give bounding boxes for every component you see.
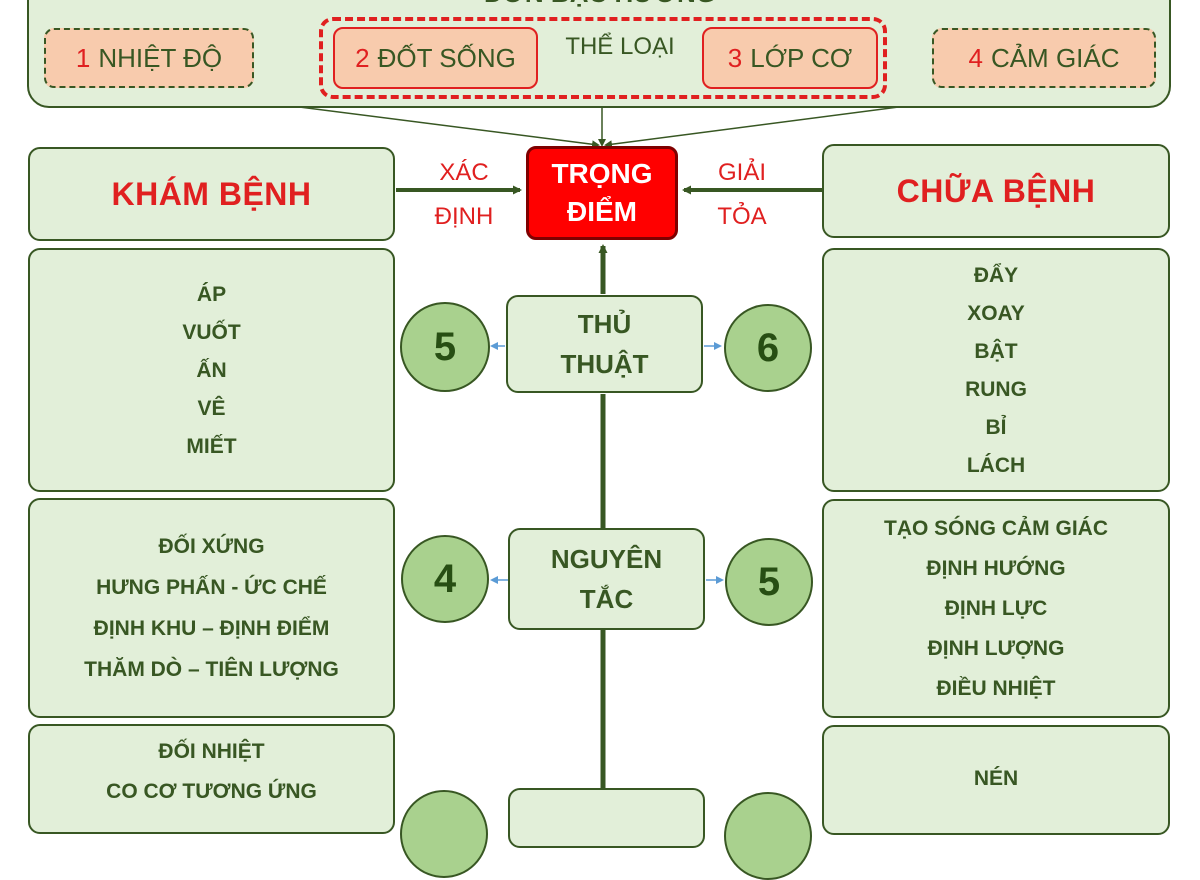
determine-line2: ĐỊNH xyxy=(434,203,494,230)
bottom-left-count xyxy=(400,790,488,878)
category-1-number: 1 xyxy=(75,42,91,73)
principle-right-count: 5 xyxy=(725,538,813,626)
diagnose-header[interactable]: KHÁM BỆNH xyxy=(28,147,395,241)
category-3-label: LỚP CƠ xyxy=(750,42,853,73)
technique-left-item: MIẾT xyxy=(186,434,237,458)
principle-left-count: 4 xyxy=(401,535,489,623)
principle-right-item: ĐỊNH HƯỚNG xyxy=(926,557,1066,580)
bottom-center-box[interactable] xyxy=(508,788,705,848)
technique-line1: THỦ xyxy=(577,309,632,339)
category-4[interactable]: 4 CẢM GIÁC xyxy=(932,28,1156,88)
technique-right-item: RUNG xyxy=(965,377,1027,401)
release-label: GIẢI TỎA xyxy=(694,150,790,240)
category-1[interactable]: 1 NHIỆT ĐỘ xyxy=(44,28,254,88)
technique-box[interactable]: THỦ THUẬT xyxy=(506,295,703,393)
principle-right-item: ĐỊNH LỰC xyxy=(944,597,1048,620)
bottom-right-list: NÉN xyxy=(822,725,1170,835)
technique-left-item: VÊ xyxy=(197,396,226,420)
bottom-left-item: ĐỐI NHIỆT xyxy=(158,739,265,763)
determine-line1: XÁC xyxy=(439,159,489,186)
principle-right-item: TẠO SÓNG CẢM GIÁC xyxy=(884,517,1108,540)
principle-right-list: TẠO SÓNG CẢM GIÁC ĐỊNH HƯỚNG ĐỊNH LỰC ĐỊ… xyxy=(822,499,1170,718)
category-2-label: ĐỐT SỐNG xyxy=(377,42,516,73)
category-3[interactable]: 3 LỚP CƠ xyxy=(702,27,878,89)
header-title: ĐƠN BẬC HƯỚNG xyxy=(420,0,780,8)
focus-line2: ĐIỂM xyxy=(567,196,637,227)
bottom-left-list: ĐỐI NHIỆT CO CƠ TƯƠNG ỨNG xyxy=(28,724,395,834)
category-1-label: NHIỆT ĐỘ xyxy=(98,42,223,73)
principle-left-list: ĐỐI XỨNG HƯNG PHẤN - ỨC CHẾ ĐỊNH KHU – Đ… xyxy=(28,498,395,718)
principle-left-item: HƯNG PHẤN - ỨC CHẾ xyxy=(96,576,327,599)
principle-left-item: ĐỐI XỨNG xyxy=(158,535,265,558)
technique-line2: THUẬT xyxy=(560,349,649,379)
technique-right-item: LÁCH xyxy=(966,453,1026,477)
technique-right-list: ĐẨY XOAY BẬT RUNG BỈ LÁCH xyxy=(822,248,1170,492)
technique-left-count: 5 xyxy=(400,302,490,392)
principle-right-item: ĐIỀU NHIỆT xyxy=(936,677,1056,700)
technique-right-item: BỈ xyxy=(985,415,1007,439)
technique-right-item: ĐẨY xyxy=(973,263,1019,287)
technique-left-list: ÁP VUỐT ẤN VÊ MIẾT xyxy=(28,248,395,492)
technique-right-count: 6 xyxy=(724,304,812,392)
focus-box[interactable]: TRỌNG ĐIỂM xyxy=(526,146,678,240)
category-4-label: CẢM GIÁC xyxy=(990,42,1120,73)
treat-header[interactable]: CHỮA BỆNH xyxy=(822,144,1170,238)
release-line2: TỎA xyxy=(717,203,767,230)
determine-label: XÁC ĐỊNH xyxy=(416,150,512,240)
principle-right-item: ĐỊNH LƯỢNG xyxy=(927,637,1065,660)
principle-left-item: THĂM DÒ – TIÊN LƯỢNG xyxy=(84,658,339,681)
principle-line2: TẮC xyxy=(579,584,634,614)
category-2-number: 2 xyxy=(355,42,370,73)
technique-right-item: BẬT xyxy=(974,339,1018,363)
release-line1: GIẢI xyxy=(717,159,766,186)
technique-left-item: ÁP xyxy=(196,282,227,306)
bottom-left-item: CO CƠ TƯƠNG ỨNG xyxy=(106,779,317,803)
principle-left-item: ĐỊNH KHU – ĐỊNH ĐIỂM xyxy=(93,617,330,640)
group-label: THỂ LOẠI xyxy=(565,33,675,60)
bottom-right-item: NÉN xyxy=(973,766,1019,790)
bottom-right-count xyxy=(724,792,812,880)
technique-right-item: XOAY xyxy=(967,301,1025,325)
category-group-frame xyxy=(319,17,887,99)
technique-left-item: VUỐT xyxy=(182,320,241,344)
principle-box[interactable]: NGUYÊN TẮC xyxy=(508,528,705,630)
category-2[interactable]: 2 ĐỐT SỐNG xyxy=(333,27,538,89)
principle-line1: NGUYÊN xyxy=(550,544,663,574)
category-3-number: 3 xyxy=(727,42,743,73)
focus-line1: TRỌNG xyxy=(551,158,653,189)
technique-left-item: ẤN xyxy=(196,358,227,382)
category-4-number: 4 xyxy=(968,42,983,73)
